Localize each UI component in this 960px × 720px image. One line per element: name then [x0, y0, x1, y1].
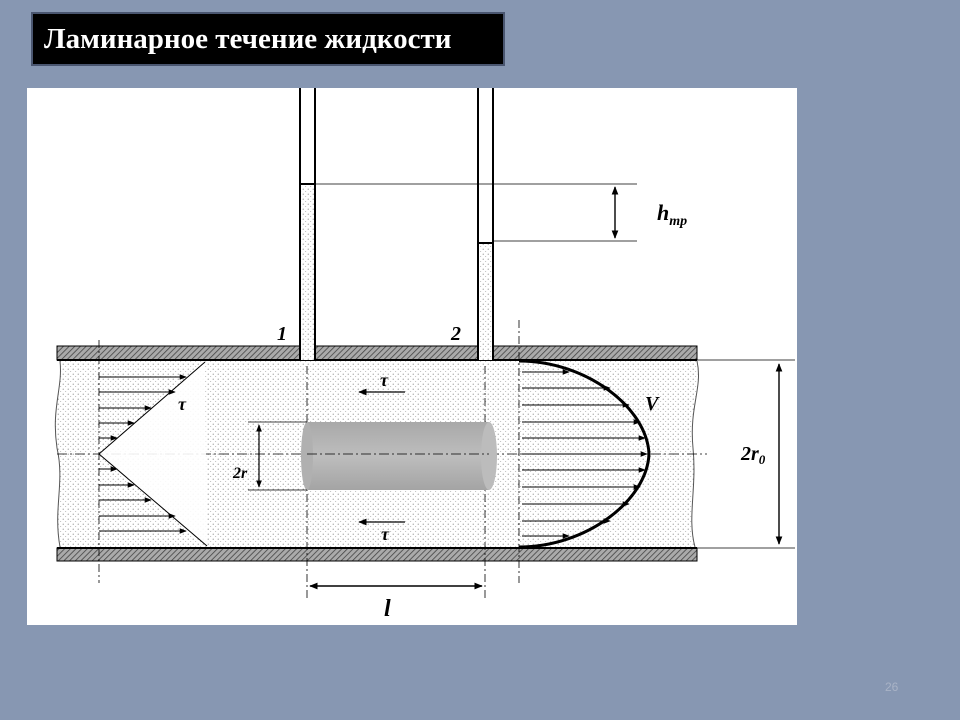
page-number: 26 — [885, 680, 899, 694]
tau-label-bottom: τ — [381, 524, 390, 544]
tau-label-left: τ — [178, 394, 187, 414]
pipe-diameter-label: 2r0 — [740, 443, 766, 467]
head-loss-dimension — [315, 183, 637, 242]
piezometer-1-label: 1 — [277, 323, 287, 345]
piezometer-tube-2 — [477, 88, 494, 360]
velocity-profile — [518, 359, 651, 549]
pipe-top-wall — [56, 345, 698, 361]
inner-diameter-label: 2r — [232, 465, 248, 482]
pipe-bottom-wall — [56, 547, 698, 562]
laminar-flow-diagram: hтр 1 2 τ 2r τ τ — [54, 88, 795, 622]
length-label: l — [384, 596, 391, 622]
shear-stress-profile — [98, 361, 208, 547]
laminar-flow-figure: hтр 1 2 τ 2r τ τ — [27, 88, 797, 625]
head-loss-label: hтр — [657, 200, 687, 229]
piezometer-tube-1 — [299, 88, 316, 360]
piezometer-2-label: 2 — [450, 323, 461, 345]
slide-title: Ламинарное течение жидкости — [44, 23, 452, 55]
tau-label-top: τ — [380, 370, 389, 390]
fluid-cylinder — [301, 422, 497, 490]
slide-title-box: Ламинарное течение жидкости — [33, 14, 503, 64]
velocity-label: V — [645, 393, 660, 415]
pipe-diameter-dimension — [697, 359, 795, 549]
